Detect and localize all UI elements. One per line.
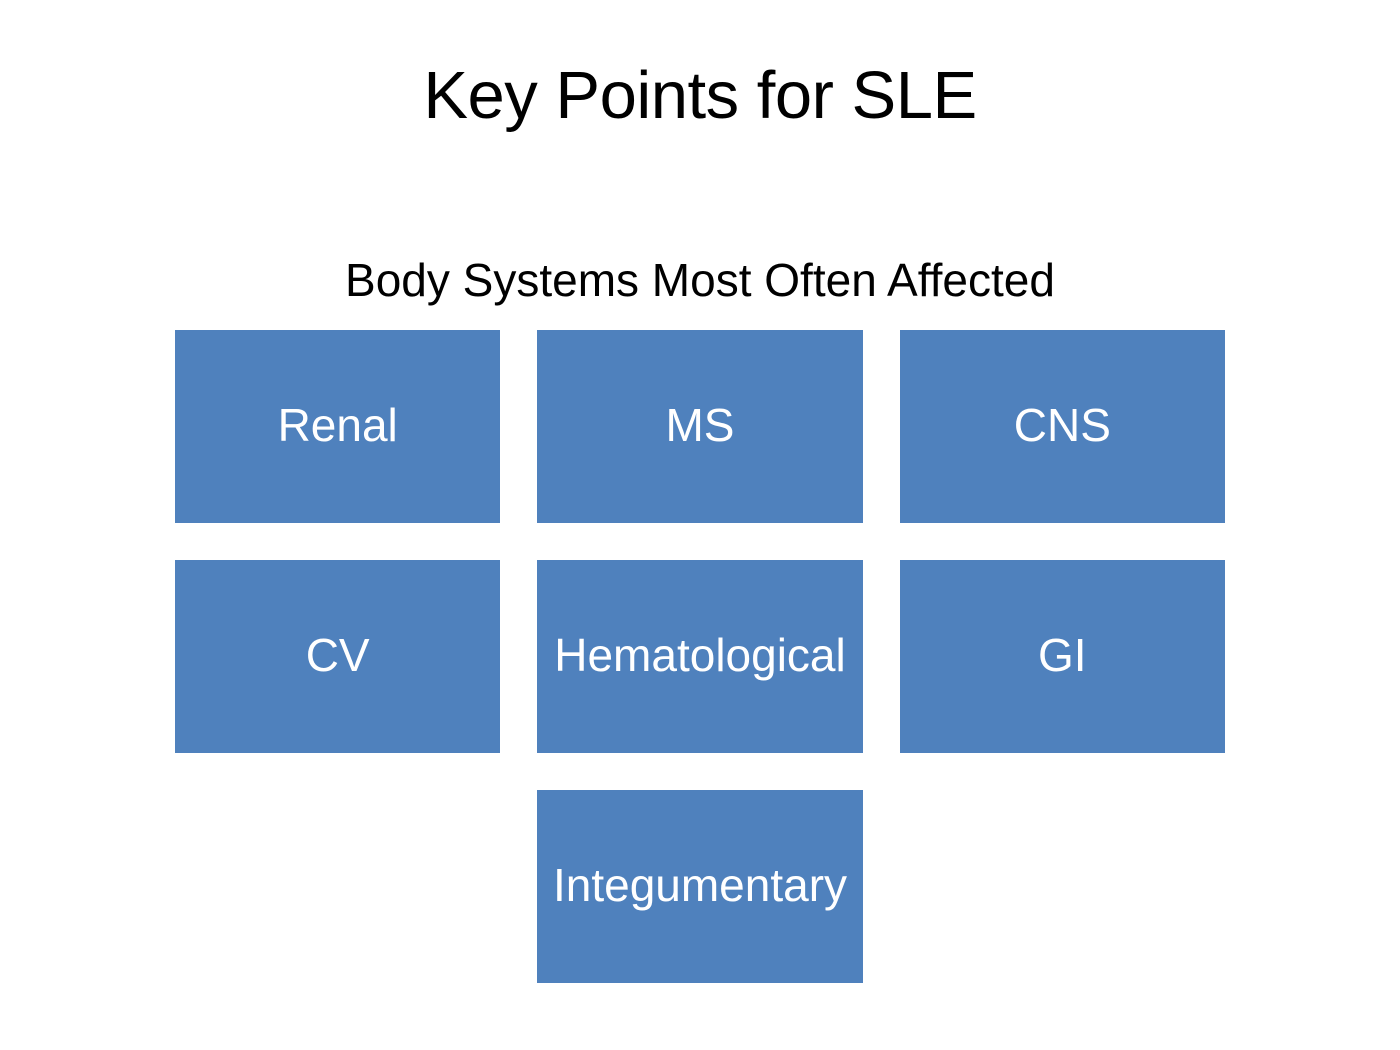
matrix-row: Integumentary — [175, 790, 1225, 983]
matrix-row: CV Hematological GI — [175, 560, 1225, 753]
system-box-hematological[interactable]: Hematological — [537, 560, 863, 753]
system-box-renal[interactable]: Renal — [175, 330, 501, 523]
system-box-label: CNS — [1013, 399, 1111, 452]
system-box-label: Renal — [277, 399, 398, 452]
body-systems-matrix: Renal MS CNS CV Hematological GI Integum… — [175, 330, 1225, 983]
system-box-integumentary[interactable]: Integumentary — [537, 790, 863, 983]
system-box-label: CV — [305, 629, 370, 682]
system-box-label: Hematological — [554, 629, 846, 682]
system-box-cv[interactable]: CV — [175, 560, 501, 753]
system-box-label: Integumentary — [552, 859, 848, 912]
page-title: Key Points for SLE — [423, 58, 977, 133]
diagram-heading: Body Systems Most Often Affected — [345, 254, 1055, 306]
system-box-cns[interactable]: CNS — [899, 330, 1225, 523]
system-box-gi[interactable]: GI — [899, 560, 1225, 753]
system-box-ms[interactable]: MS — [537, 330, 863, 523]
system-box-label: MS — [665, 399, 735, 452]
matrix-row: Renal MS CNS — [175, 330, 1225, 523]
system-box-label: GI — [1038, 629, 1087, 682]
